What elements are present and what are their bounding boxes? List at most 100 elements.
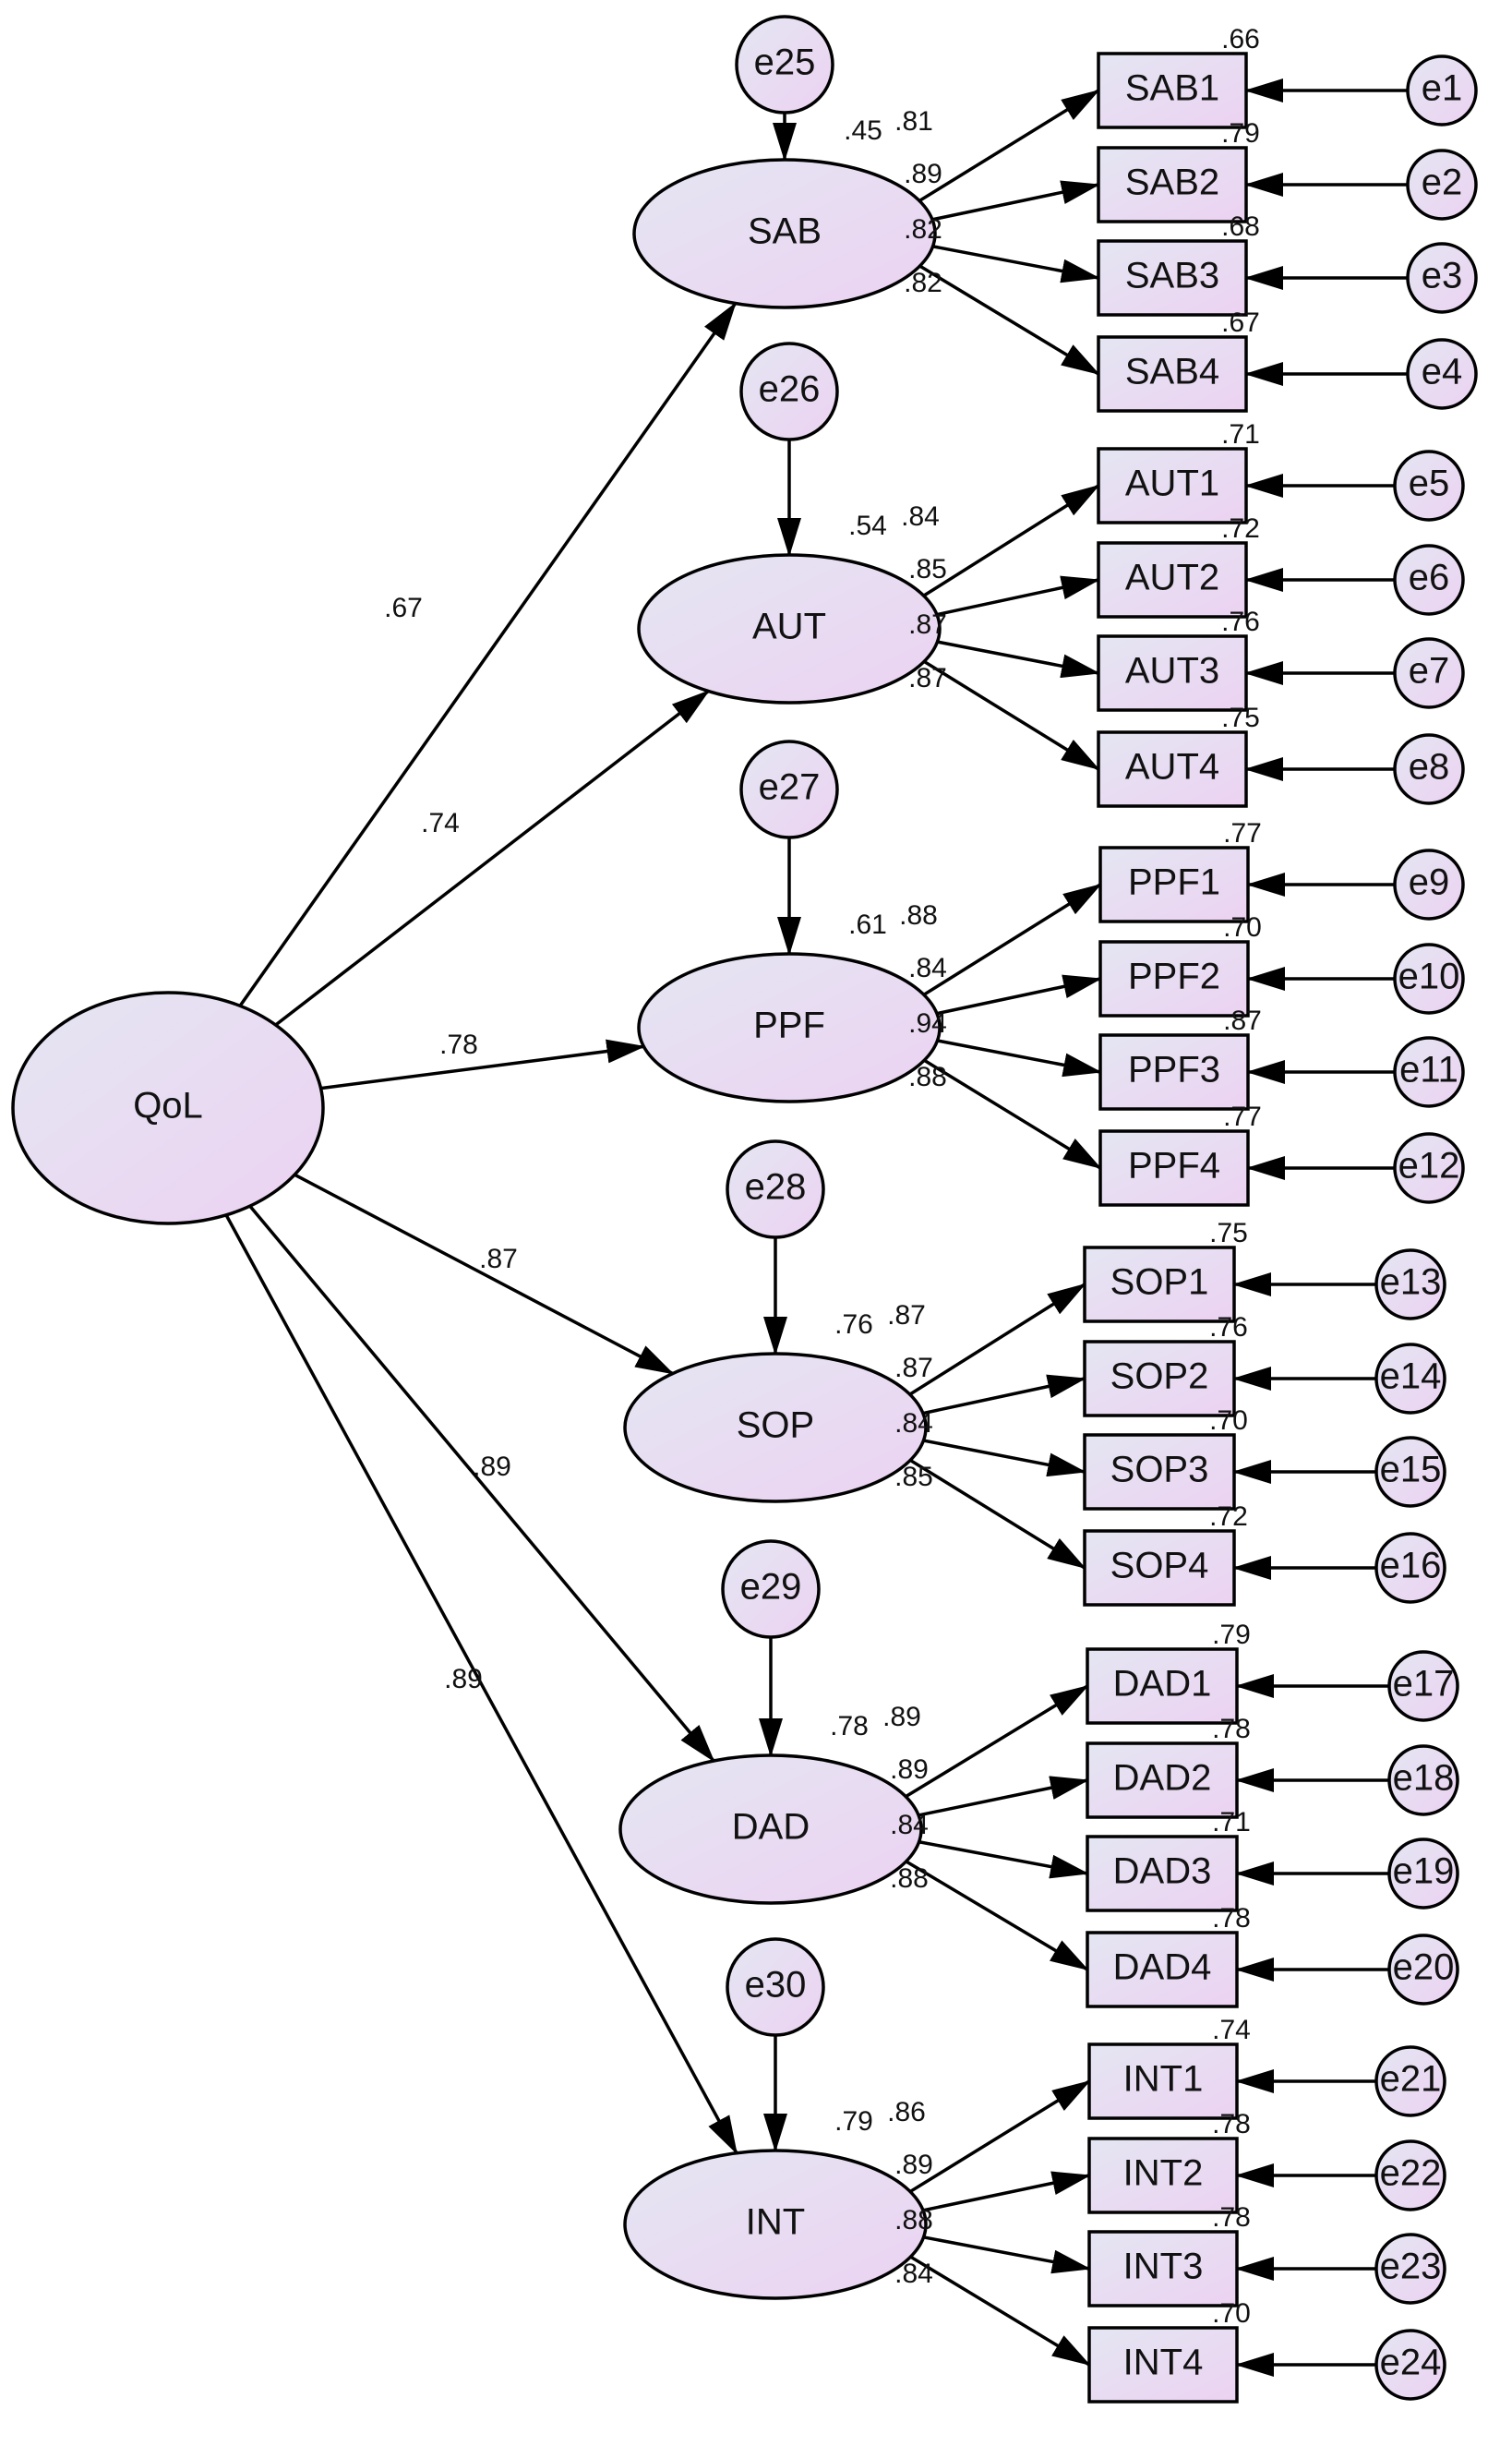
- item-aut1-error-circle: [1393, 450, 1465, 522]
- item-dad2-error-circle: [1387, 1744, 1459, 1816]
- item-int3-label: INT3: [1123, 2247, 1204, 2287]
- item-sab2-r2: .79: [1221, 118, 1260, 149]
- factor-ppf-structural-coef: .78: [439, 1030, 478, 1060]
- item-dad4-error-circle: [1387, 1934, 1459, 2006]
- item-sop2-box: [1083, 1340, 1236, 1417]
- item-sop1-loading-arrow: [906, 1283, 1086, 1398]
- item-ppf1-error-circle: [1393, 849, 1465, 921]
- item-sop2-label: SOP2: [1110, 1356, 1209, 1397]
- item-dad1-loading-arrow: [902, 1684, 1089, 1800]
- factor-dad-structural-arrow: [248, 1205, 715, 1763]
- item-sop4-r2: .72: [1209, 1501, 1248, 1532]
- item-ppf1-label: PPF1: [1128, 862, 1220, 903]
- item-dad3-loading-arrow: [907, 1838, 1089, 1879]
- item-aut4-error-circle: [1393, 733, 1465, 805]
- factor-sab-disturbance-label: e25: [754, 42, 816, 83]
- item-int2-box: [1087, 2137, 1239, 2214]
- item-int1-box: [1087, 2042, 1239, 2120]
- item-aut4-loading-coef: .87: [908, 663, 947, 693]
- item-sab1-r2: .66: [1221, 24, 1260, 54]
- item-dad1-r2: .79: [1212, 1620, 1251, 1650]
- item-sop3-loading-coef: .84: [894, 1408, 933, 1439]
- item-int4-error-label: e24: [1380, 2343, 1442, 2383]
- item-dad1-label: DAD1: [1113, 1664, 1212, 1705]
- item-sop3-r2: .70: [1209, 1405, 1248, 1436]
- item-sab4-loading-coef: .82: [904, 268, 942, 298]
- item-sab1-loading-coef: .81: [894, 106, 933, 137]
- item-sab3-error-label: e3: [1422, 256, 1463, 296]
- item-sop3-box: [1083, 1433, 1236, 1511]
- item-aut3-label: AUT3: [1125, 651, 1219, 692]
- root-latent-ellipse: [11, 991, 325, 1225]
- item-ppf4-error-circle: [1393, 1132, 1465, 1204]
- item-sop1-error-circle: [1374, 1248, 1446, 1320]
- item-sop2-r2: .76: [1209, 1312, 1248, 1343]
- item-ppf3-loading-coef: .94: [908, 1008, 947, 1039]
- item-sop3-error-label: e15: [1380, 1450, 1442, 1490]
- item-sab2-error-circle: [1406, 149, 1478, 221]
- factor-aut-ellipse: [637, 553, 942, 705]
- item-dad1-loading-coef: .89: [882, 1702, 921, 1732]
- item-dad1-error-label: e17: [1393, 1664, 1455, 1705]
- item-aut3-r2: .76: [1221, 607, 1260, 637]
- item-sab1-label: SAB1: [1125, 68, 1219, 109]
- item-sop4-box: [1083, 1529, 1236, 1607]
- item-sab2-label: SAB2: [1125, 163, 1219, 203]
- item-aut2-error-label: e6: [1409, 558, 1450, 598]
- factor-ppf-disturbance-circle: [739, 740, 839, 839]
- item-sop3-loading-arrow: [912, 1437, 1086, 1477]
- factor-sab-structural-coef: .67: [384, 593, 423, 623]
- item-ppf3-loading-arrow: [926, 1037, 1102, 1078]
- factor-aut-r2: .54: [848, 511, 887, 541]
- item-sop1-label: SOP1: [1110, 1262, 1209, 1303]
- item-dad1-box: [1086, 1647, 1239, 1725]
- factor-sab-structural-arrow: [238, 301, 738, 1007]
- item-dad3-loading-coef: .84: [890, 1810, 929, 1840]
- item-ppf2-error-circle: [1393, 943, 1465, 1015]
- item-dad4-loading-arrow: [902, 1858, 1089, 1971]
- item-dad3-box: [1086, 1835, 1239, 1912]
- item-aut1-box: [1097, 447, 1248, 524]
- item-dad2-box: [1086, 1741, 1239, 1819]
- item-sab4-loading-arrow: [916, 262, 1100, 376]
- factor-aut-disturbance-circle: [739, 342, 839, 441]
- item-ppf4-loading-coef: .88: [908, 1062, 947, 1092]
- item-ppf2-error-label: e10: [1398, 957, 1460, 997]
- item-aut2-r2: .72: [1221, 513, 1260, 544]
- item-aut2-label: AUT2: [1125, 558, 1219, 598]
- item-int4-label: INT4: [1123, 2343, 1204, 2383]
- factor-dad-disturbance-circle: [721, 1539, 821, 1639]
- item-ppf3-box: [1098, 1033, 1250, 1111]
- item-sab3-r2: .68: [1221, 211, 1260, 242]
- item-aut4-r2: .75: [1221, 703, 1260, 733]
- factor-int-disturbance-label: e30: [745, 1965, 807, 2006]
- item-int4-r2: .70: [1212, 2298, 1251, 2329]
- nodes-layer: [11, 15, 1478, 2404]
- item-int1-error-label: e21: [1380, 2059, 1442, 2100]
- item-sop4-loading-arrow: [906, 1457, 1086, 1570]
- factor-ppf-r2: .61: [848, 910, 887, 940]
- factor-ppf-ellipse: [637, 952, 942, 1103]
- item-dad4-box: [1086, 1931, 1239, 2008]
- item-dad2-error-label: e18: [1393, 1758, 1455, 1799]
- factor-aut-label: AUT: [752, 607, 826, 647]
- item-int3-box: [1087, 2230, 1239, 2307]
- item-dad2-loading-coef: .89: [890, 1754, 929, 1785]
- item-ppf2-r2: .70: [1223, 912, 1262, 943]
- item-sab3-loading-coef: .82: [904, 214, 942, 245]
- item-ppf3-error-circle: [1393, 1036, 1465, 1108]
- item-sop1-r2: .75: [1209, 1218, 1248, 1248]
- item-ppf4-error-label: e12: [1398, 1146, 1460, 1187]
- item-int3-error-label: e23: [1380, 2247, 1442, 2287]
- item-sop4-label: SOP4: [1110, 1546, 1209, 1586]
- factor-int-structural-coef: .89: [444, 1664, 483, 1694]
- item-aut4-loading-arrow: [920, 658, 1100, 771]
- factor-dad-ellipse: [618, 1753, 923, 1905]
- item-ppf1-box: [1098, 846, 1250, 923]
- item-sab2-loading-coef: .89: [904, 159, 942, 189]
- item-int3-loading-arrow: [912, 2233, 1091, 2274]
- factor-ppf-structural-arrow: [320, 1039, 646, 1090]
- item-ppf4-loading-arrow: [920, 1057, 1102, 1170]
